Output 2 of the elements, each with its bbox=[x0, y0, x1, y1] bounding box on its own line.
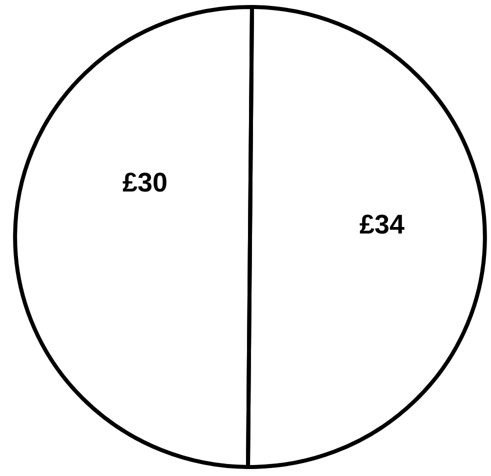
price-label: £34 bbox=[359, 210, 405, 240]
price-label: £30 bbox=[122, 168, 168, 198]
